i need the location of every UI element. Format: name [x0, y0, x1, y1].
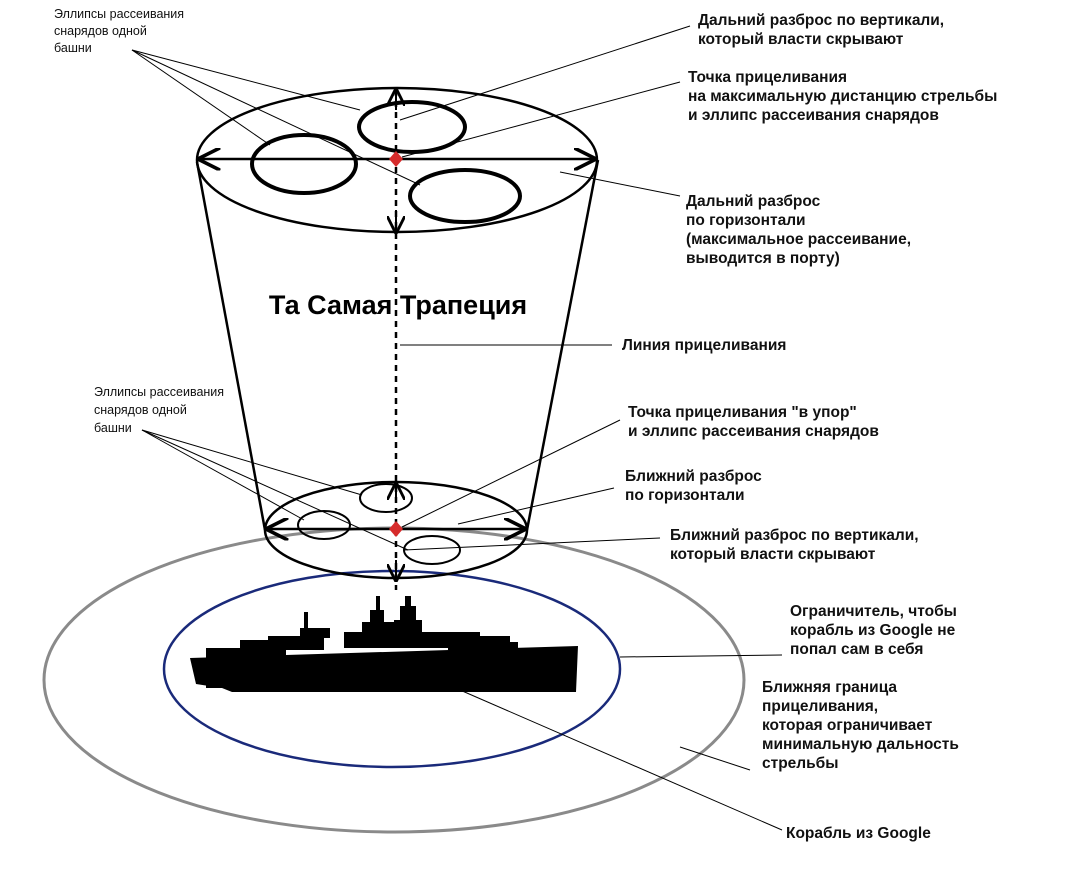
diagram-title: Та Самая Трапеция [269, 290, 527, 320]
near-shell-ellipse-2 [297, 510, 351, 540]
label-aim-pointblank: Точка прицеливания "в упор"и эллипс расс… [628, 404, 879, 440]
far-shell-ellipse-3 [408, 168, 522, 224]
leader-lines [131, 25, 783, 831]
ship-silhouette-icon [190, 596, 578, 692]
label-near-vertical: Ближний разброс по вертикали,который вла… [670, 527, 919, 563]
aim-point-icon [389, 521, 403, 537]
near-shell-ellipse-1 [359, 483, 413, 513]
label-aim-line: Линия прицеливания [622, 337, 786, 354]
aim-point-icon [389, 151, 403, 167]
label-ship: Корабль из Google [786, 825, 931, 842]
trapezoid-left-side [195, 161, 267, 531]
label-far-vertical: Дальний разброс по вертикали,который вла… [698, 12, 944, 48]
